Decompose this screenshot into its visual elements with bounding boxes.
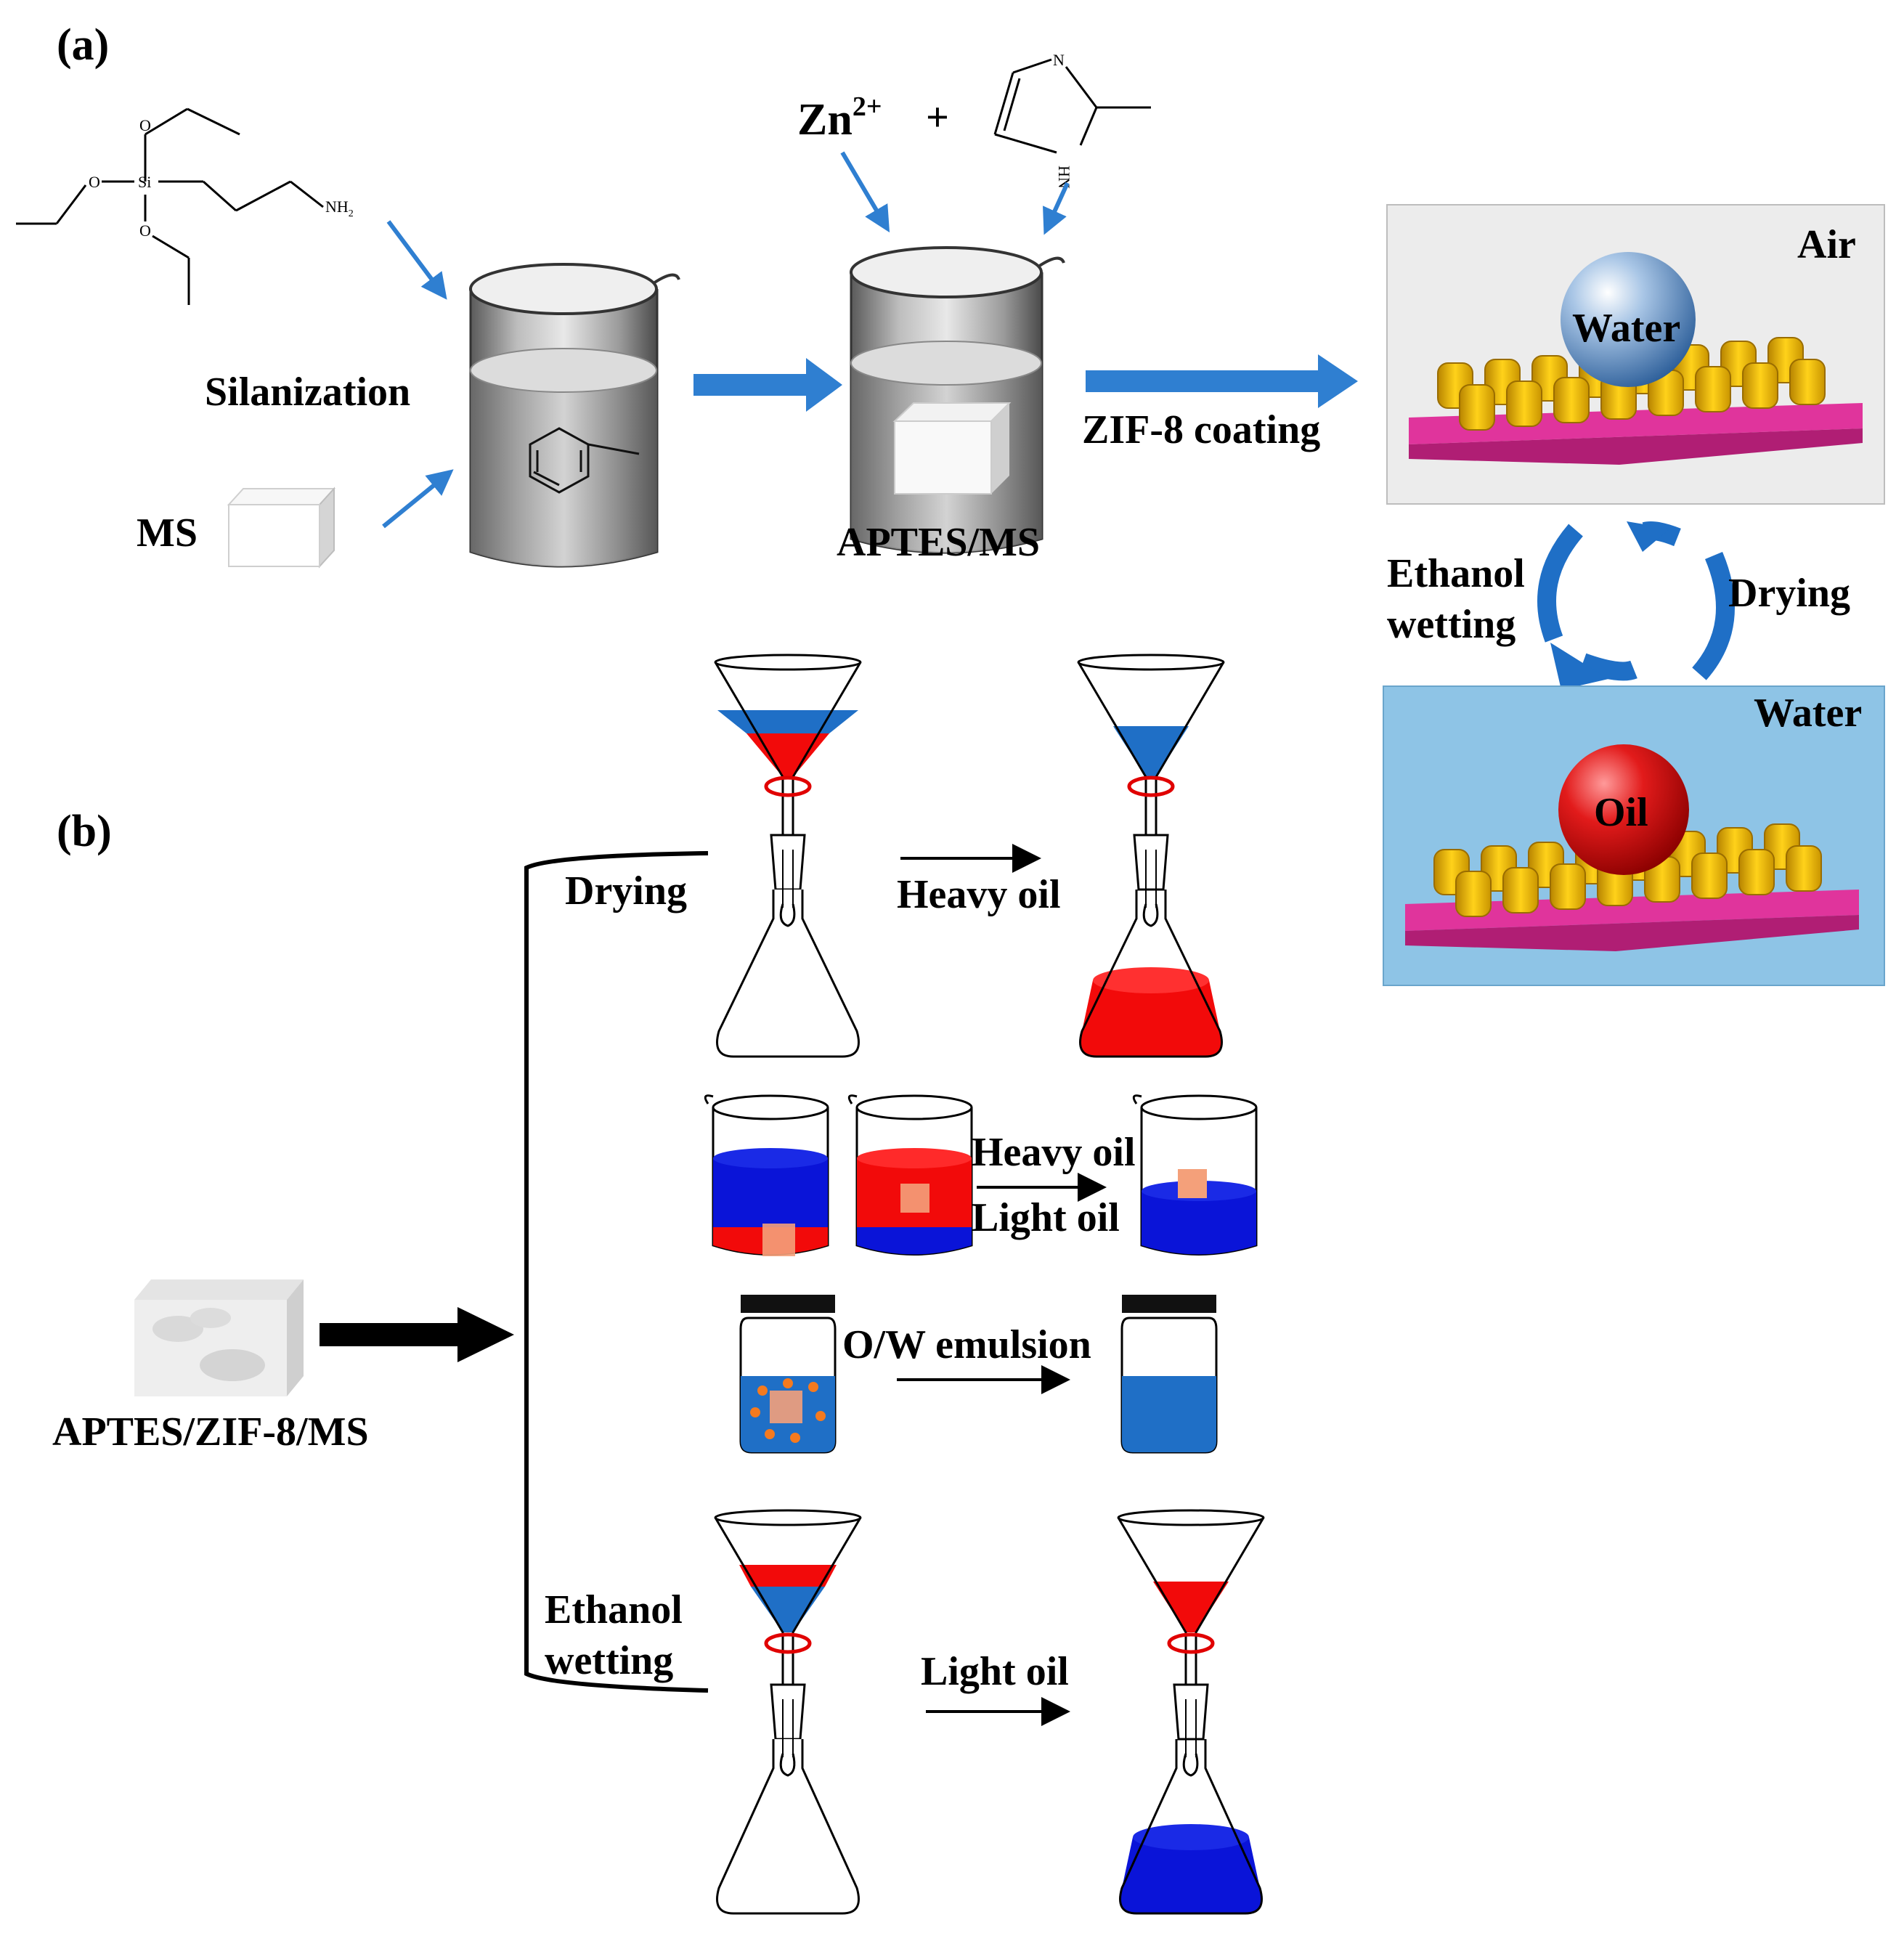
label-zn: Zn2+ — [797, 91, 882, 145]
label-aptes-zif8-ms: APTES/ZIF-8/MS — [52, 1409, 369, 1454]
cycle-arrowhead-down — [1550, 643, 1608, 690]
aptes-molecule — [16, 107, 324, 305]
arrow-aptes-to-beaker — [386, 220, 447, 300]
filtration-setup-wet-before — [714, 1509, 862, 1915]
label-water-droplet: Water — [1572, 306, 1680, 351]
label-plus: + — [926, 95, 949, 140]
cycle-arrowhead-up — [1627, 521, 1670, 552]
arrow-beaker2-to-surface — [1086, 354, 1358, 408]
label-light-oil-mid: Light oil — [972, 1195, 1120, 1240]
label-ms: MS — [137, 510, 198, 556]
beaker-light-oil-test — [847, 1094, 973, 1256]
methylimidazole-molecule — [993, 58, 1151, 154]
label-silanization: Silanization — [205, 370, 410, 415]
beaker-heavy-oil-test — [704, 1094, 829, 1256]
aptes-nh2: NH2 — [325, 198, 354, 219]
surface-underwater-panel: Water Oil — [1383, 685, 1885, 986]
jar-emulsion-before — [739, 1295, 837, 1454]
imidazole-n: N — [1053, 51, 1065, 69]
label-ethanol-wetting-a-1: Ethanol — [1387, 551, 1525, 596]
aptes-o-left: O — [89, 173, 100, 191]
label-heavy-oil-top: Heavy oil — [897, 872, 1061, 917]
arrow-ms-to-beaker — [382, 469, 454, 529]
filtration-setup-dry-before — [714, 654, 862, 1058]
label-ethanol-wetting-b-2: wetting — [545, 1638, 673, 1683]
beaker-aptes-ms — [850, 246, 1065, 554]
jar-emulsion-after — [1120, 1295, 1218, 1454]
bracket-branches — [524, 851, 709, 1693]
label-drying-b: Drying — [565, 868, 687, 913]
panel-a-tag: (a) — [57, 20, 109, 70]
surface-in-air-panel: Air Water — [1386, 204, 1885, 505]
label-oil-droplet: Oil — [1594, 790, 1648, 835]
label-light-oil-bottom: Light oil — [921, 1649, 1069, 1694]
wettability-switch-cycle — [1537, 521, 1735, 681]
beaker-after-oil-test — [1132, 1094, 1258, 1256]
label-drying-a: Drying — [1728, 571, 1850, 616]
arrow-zn-to-beaker — [840, 151, 890, 233]
panel-a: (a) O O Si O NH2 Silanization MS — [16, 20, 1885, 986]
ms-cube — [227, 487, 336, 569]
label-aptes-ms: APTES/MS — [837, 520, 1040, 565]
water-droplet — [1561, 252, 1696, 387]
oil-droplet — [1558, 744, 1689, 875]
label-ethanol-wetting-a-2: wetting — [1387, 602, 1516, 647]
label-heavy-oil-mid: Heavy oil — [972, 1130, 1136, 1175]
label-ow-emulsion: O/W emulsion — [842, 1322, 1091, 1367]
beaker-silanization — [469, 263, 680, 568]
label-ethanol-wetting-b-1: Ethanol — [545, 1587, 683, 1632]
aptes-o-top: O — [139, 116, 151, 134]
arrow-to-separations — [320, 1307, 514, 1362]
filtration-setup-wet-after — [1117, 1509, 1265, 1915]
imidazole-hn: HN — [1055, 166, 1073, 189]
filtration-setup-dry-after — [1077, 654, 1225, 1058]
aptes-zif8-ms-cube — [134, 1279, 304, 1396]
label-air: Air — [1797, 222, 1856, 267]
panel-b: (b) APTES/ZIF-8/MS Drying Ethanol wettin… — [52, 654, 1265, 1915]
aptes-si: Si — [138, 173, 151, 191]
label-zif8-coating: ZIF-8 coating — [1082, 407, 1320, 452]
arrow-beaker1-to-beaker2 — [693, 358, 842, 412]
panel-b-tag: (b) — [57, 807, 112, 856]
arrow-imidazole-to-beaker — [1043, 182, 1070, 235]
label-water-medium: Water — [1754, 691, 1862, 736]
aptes-o-bottom: O — [139, 221, 151, 240]
